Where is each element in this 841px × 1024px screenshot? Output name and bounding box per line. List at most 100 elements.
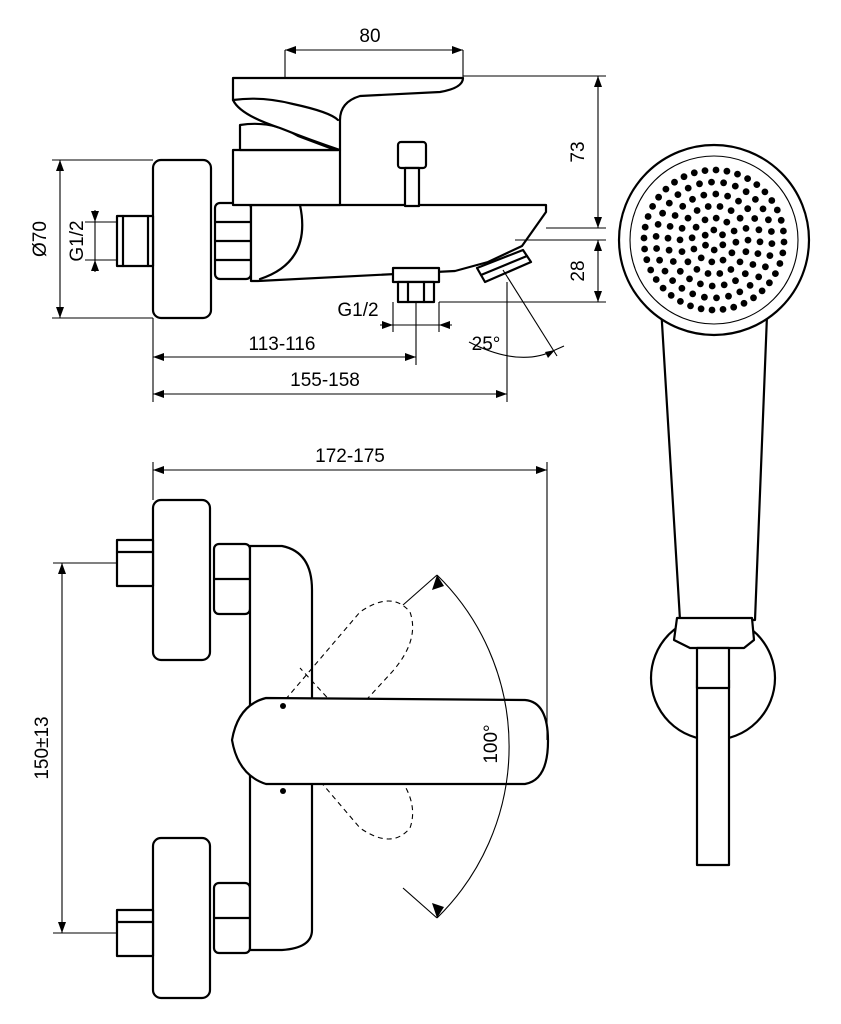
spray-nozzle [766,279,773,287]
lower-inlet [115,908,155,958]
spray-nozzle [689,195,696,203]
spray-nozzle [641,223,649,231]
spray-nozzle [731,182,739,190]
spray-nozzle [665,199,673,207]
spray-nozzle [701,167,709,175]
top-view: 100° 172-175 150±13 [32,446,550,1000]
dim-lever-rotation: 100° [481,724,502,763]
spray-nozzle [768,197,776,204]
spray-nozzle [644,213,652,220]
dim-top-width: 80 [359,26,380,47]
spray-nozzle [732,238,740,246]
spray-nozzle [679,202,687,210]
spray-nozzle [669,277,676,284]
spray-nozzle [736,288,744,296]
spray-nozzle [719,231,726,239]
spray-nozzle [674,191,682,199]
spray-nozzle [690,245,698,253]
mixer-body [249,203,548,283]
spray-nozzle [719,256,727,264]
spray-nozzle [780,238,788,246]
spray-nozzle [652,276,660,283]
diverter-knob [396,140,428,170]
spray-nozzle [719,241,727,249]
spray-nozzle [665,246,673,254]
dim-height: 73 [568,141,589,162]
spray-nozzle [744,205,752,213]
spray-nozzle [766,252,774,259]
spray-nozzle [702,241,709,249]
side-view: 80 73 28 Ø70 G1/2 G1/2 [30,26,606,402]
lever-position-left [267,600,414,773]
spray-nozzle [740,299,748,307]
spray-nozzle [716,270,724,277]
spray-nozzle [640,234,648,242]
spray-nozzles [640,166,788,314]
spray-nozzle [751,215,759,222]
lever-handle [231,76,465,152]
spray-nozzle [736,214,744,222]
spray-nozzle [641,245,648,253]
spray-nozzle [730,227,738,235]
spray-nozzle [643,256,651,264]
spray-nozzle [704,203,712,210]
holder-clamp [695,646,731,690]
dim-overall-width: 172-175 [315,446,385,467]
spray-nozzle [684,258,692,266]
spray-nozzle [708,282,716,290]
spray-nozzle [671,212,679,219]
spray-nozzle [753,181,761,189]
spray-nozzle [671,178,678,186]
spray-nozzle [725,292,732,300]
spray-nozzle [677,298,684,305]
spray-nozzle [735,197,742,205]
spray-nozzle [780,227,787,235]
spray-nozzle [724,192,731,200]
spray-nozzle [708,258,716,266]
spray-nozzle [700,191,708,199]
dim-center-distance: 150±13 [32,716,53,779]
spray-nozzle [755,273,763,281]
spray-nozzle [744,236,752,244]
spray-nozzle [710,226,718,234]
dim-inlet-thread: G1/2 [67,220,88,261]
spray-nozzle [701,216,709,224]
spray-nozzle [768,228,775,235]
spray-nozzle [688,234,696,242]
spray-nozzle [734,170,741,178]
spray-nozzle [773,206,781,214]
spray-nozzle [712,166,720,174]
spray-nozzle [708,178,715,186]
spray-nozzle [712,190,720,198]
spray-nozzle [697,280,704,288]
spray-nozzle [723,167,731,175]
spray-nozzle [689,290,697,298]
spray-nozzle [710,246,718,254]
spray-nozzle [667,292,675,299]
spray-nozzle [720,179,727,187]
spray-nozzle [697,305,705,313]
spray-nozzle [693,266,701,273]
spray-nozzle [678,248,686,256]
spray-nozzle [652,233,660,240]
spray-nozzle [765,216,772,224]
spray-nozzle [655,193,662,201]
spray-nozzle [713,294,720,302]
spray-nozzle [687,302,694,310]
spray-nozzle [661,267,669,275]
spray-nozzle [749,261,757,268]
dim-spout-drop: 28 [568,260,589,281]
spray-nozzle [676,236,684,244]
top-lever [230,696,550,786]
lower-rosette [151,836,212,1000]
spray-nozzle [676,267,684,275]
dim-outlet-distance: 113-116 [249,334,316,355]
spray-nozzle [678,284,686,292]
spray-nozzle [693,207,701,214]
spray-nozzle [732,277,739,285]
spray-nozzle [736,258,744,266]
spray-nozzle [649,203,656,210]
spray-nozzle [756,238,764,246]
spray-nozzle [762,263,769,271]
spray-nozzle [776,260,784,267]
